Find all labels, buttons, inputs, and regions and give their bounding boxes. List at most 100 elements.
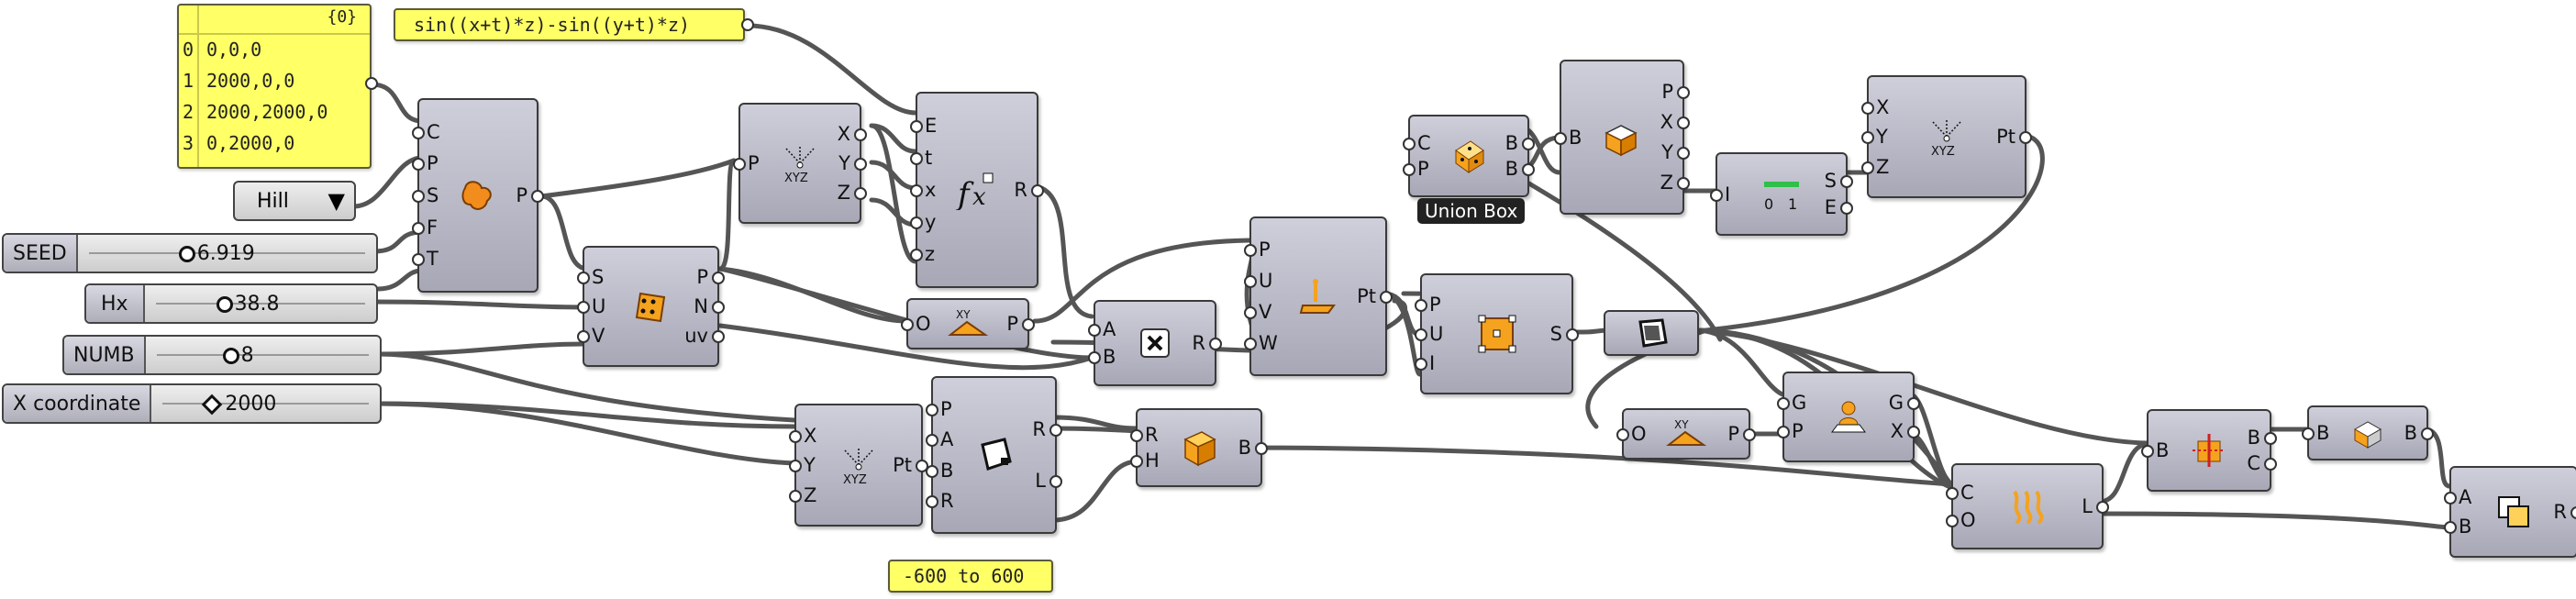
output-r-port[interactable]: R [1032, 418, 1046, 440]
input-p-port[interactable]: P [1417, 158, 1429, 181]
output-p-port[interactable]: P [1006, 313, 1018, 335]
input-grip[interactable] [926, 495, 938, 509]
output-grip[interactable] [854, 128, 867, 141]
input-grip[interactable] [1244, 244, 1257, 257]
input-grip[interactable] [1777, 426, 1790, 439]
input-p-port[interactable]: P [1259, 238, 1271, 261]
hx-slider[interactable]: Hx 38.8 [84, 283, 378, 324]
input-p-port[interactable]: P [427, 152, 439, 175]
input-a-port[interactable]: A [1103, 318, 1116, 340]
output-p-port[interactable]: P [696, 266, 708, 288]
input-grip[interactable] [412, 126, 425, 139]
input-o-port[interactable]: O [916, 313, 931, 335]
output-p-port[interactable]: P [1661, 81, 1673, 103]
input-b-port[interactable]: B [2156, 439, 2170, 461]
input-c-port[interactable]: C [1960, 482, 1974, 504]
input-b-port[interactable]: B [2316, 422, 2330, 444]
output-grip[interactable] [1209, 338, 1222, 350]
input-grip[interactable] [1088, 324, 1101, 337]
output-p-port[interactable]: P [516, 184, 527, 206]
input-p-port[interactable]: P [1429, 294, 1441, 316]
output-y-port[interactable]: Y [1661, 141, 1673, 163]
output-grip[interactable] [1743, 428, 1756, 441]
output-grip[interactable] [712, 272, 725, 284]
input-grip[interactable] [2444, 492, 2457, 505]
input-s-port[interactable]: S [592, 266, 605, 288]
output-grip[interactable] [1049, 424, 1062, 437]
input-grip[interactable] [910, 216, 923, 229]
output-z-port[interactable]: Z [837, 182, 850, 204]
input-grip[interactable] [1415, 299, 1427, 312]
input-grip[interactable] [577, 272, 590, 284]
input-r-port[interactable]: R [1145, 424, 1159, 447]
input-grip[interactable] [1415, 358, 1427, 371]
input-grip[interactable] [1946, 515, 1959, 527]
output-b-port[interactable]: B [1505, 131, 1518, 154]
input-a-port[interactable]: A [940, 428, 954, 451]
input-grip[interactable] [1861, 131, 1874, 144]
input-o-port[interactable]: O [1960, 509, 1976, 531]
output-grip[interactable] [365, 77, 378, 90]
input-x-port[interactable]: X [1876, 95, 1890, 118]
input-x-port[interactable]: x [925, 179, 937, 201]
output-grip[interactable] [854, 187, 867, 200]
input-u-port[interactable]: U [1259, 270, 1273, 292]
input-i-port[interactable]: I [1725, 183, 1731, 205]
input-y-port[interactable]: Y [804, 454, 816, 476]
output-grip[interactable] [1907, 396, 1920, 410]
input-grip[interactable] [2444, 521, 2457, 534]
input-v-port[interactable]: V [1259, 301, 1272, 323]
input-y-port[interactable]: Y [1876, 126, 1888, 148]
output-grip[interactable] [1840, 175, 1853, 188]
input-grip[interactable] [2141, 445, 2154, 458]
output-grip[interactable] [1677, 86, 1690, 99]
input-grip[interactable] [577, 301, 590, 314]
output-grip[interactable] [1566, 328, 1579, 341]
output-grip[interactable] [2570, 506, 2576, 519]
output-grip[interactable] [1840, 202, 1853, 215]
seed-slider[interactable]: SEED 6.919 [2, 233, 378, 273]
output-grip[interactable] [1677, 147, 1690, 160]
input-grip[interactable] [2302, 427, 2315, 440]
output-grip[interactable] [1522, 163, 1535, 177]
slider-knob[interactable] [178, 246, 195, 262]
input-grip[interactable] [1616, 428, 1629, 441]
output-pt-port[interactable]: Pt [1996, 126, 2015, 148]
input-p-port[interactable]: P [940, 397, 952, 420]
slider-knob[interactable] [216, 296, 233, 313]
output-grip[interactable] [1380, 291, 1393, 304]
output-c-port[interactable]: C [2247, 452, 2260, 475]
output-grip[interactable] [1031, 184, 1044, 197]
input-grip[interactable] [1244, 306, 1257, 319]
input-grip[interactable] [412, 190, 425, 203]
input-grip[interactable] [1710, 188, 1723, 202]
input-grip[interactable] [789, 460, 802, 472]
output-uv-port[interactable]: uv [684, 325, 708, 347]
hill-value-list[interactable]: Hill ▼ [233, 181, 356, 221]
input-grip[interactable] [1403, 137, 1416, 150]
output-z-port[interactable]: Z [1660, 172, 1673, 194]
input-grip[interactable] [926, 464, 938, 478]
input-grip[interactable] [412, 221, 425, 235]
output-e-port[interactable]: E [1824, 196, 1837, 218]
input-grip[interactable] [789, 429, 802, 443]
output-grip[interactable] [712, 301, 725, 314]
input-e-port[interactable]: E [925, 115, 938, 137]
input-grip[interactable] [910, 120, 923, 133]
output-grip[interactable] [854, 158, 867, 171]
input-t-port[interactable]: T [427, 248, 439, 271]
output-grip[interactable] [2019, 131, 2032, 144]
output-grip[interactable] [1022, 318, 1035, 331]
